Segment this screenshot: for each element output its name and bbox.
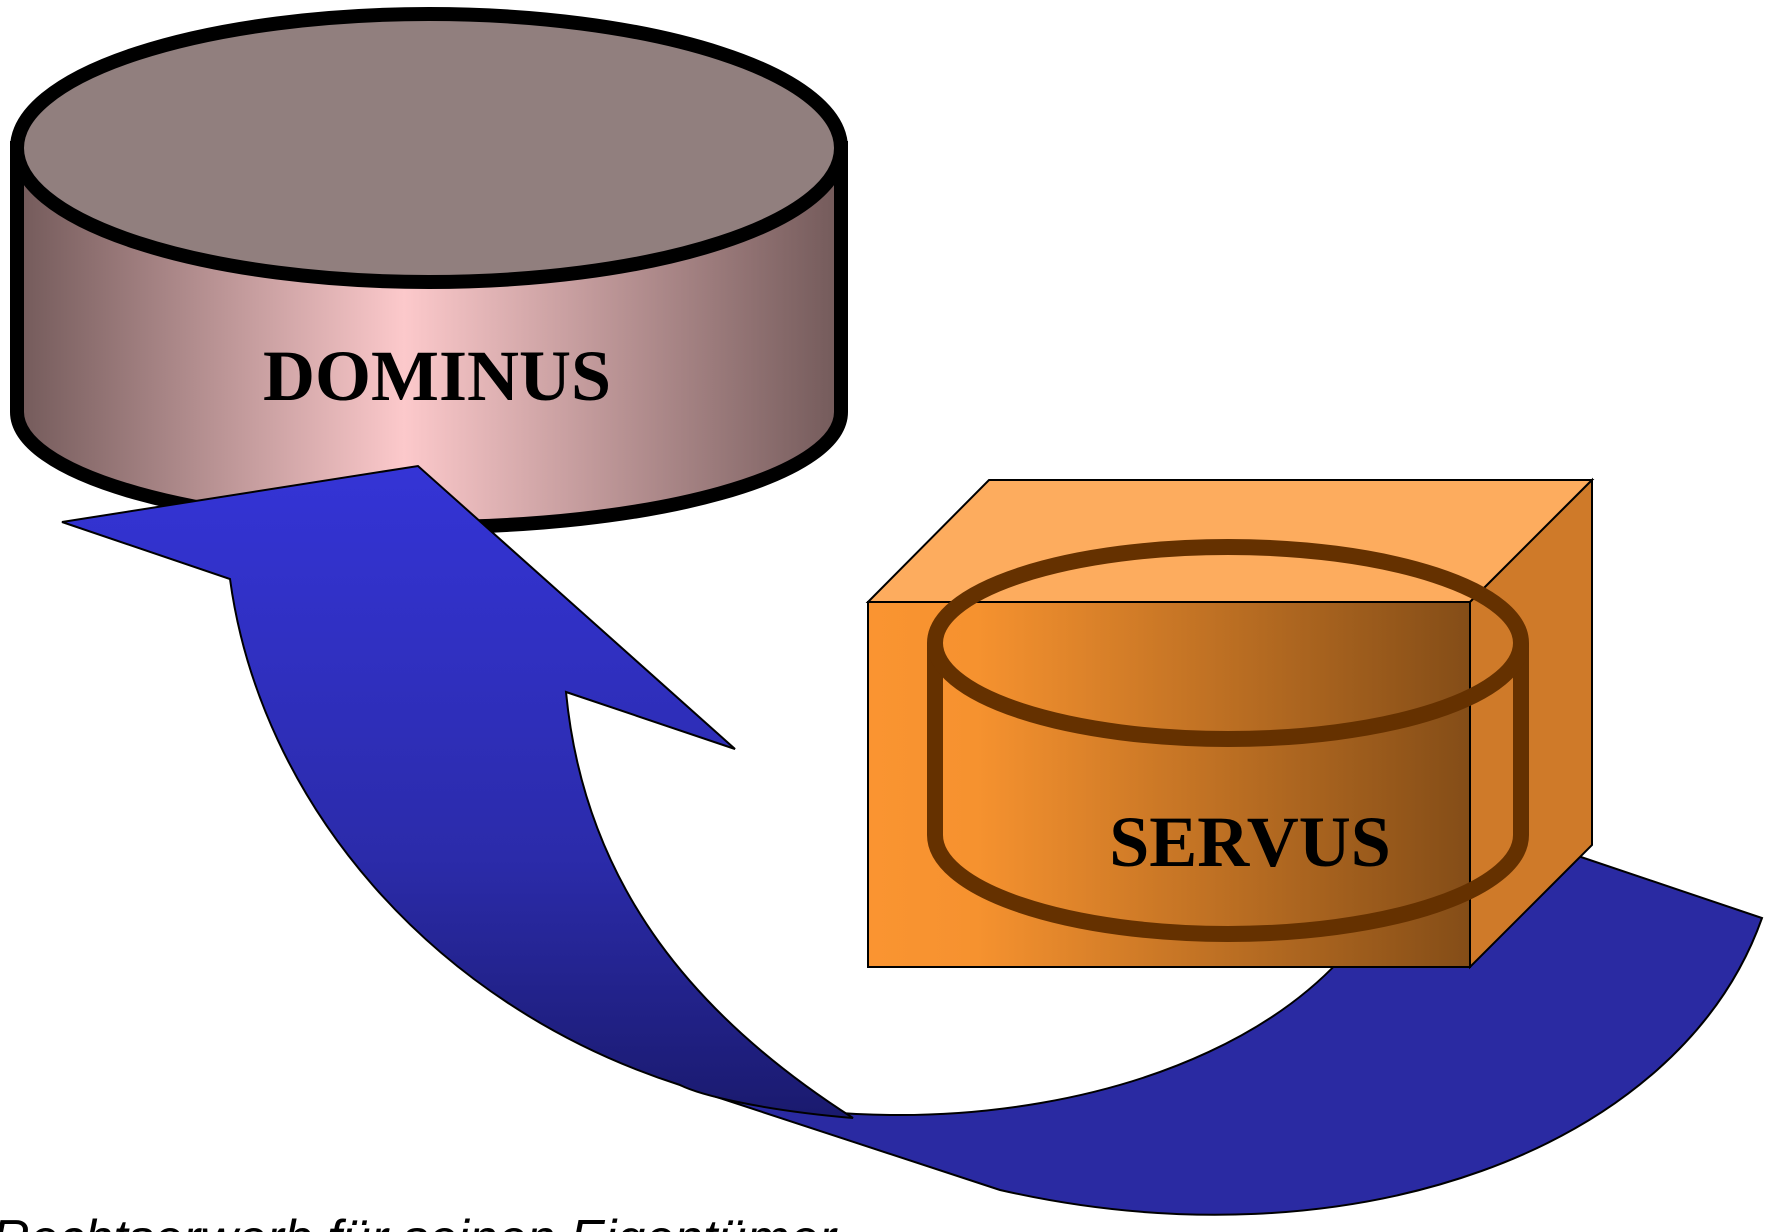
servus-cylinder-icon: SERVUS — [927, 539, 1529, 942]
servus-label: SERVUS — [1109, 802, 1391, 882]
box-front-face — [867, 601, 1471, 968]
dominus-label: DOMINUS — [263, 336, 611, 416]
servus-cylinder-side-outline — [927, 643, 1529, 942]
diagram-caption: Rechtserwerb für seinen Eigentümer — [0, 1210, 839, 1232]
curved-arrow-icon — [61, 464, 854, 1119]
dominus-cylinder-top — [10, 7, 848, 289]
dominus-cylinder-icon: DOMINUS — [10, 7, 848, 534]
servus-cylinder-top-outline — [927, 539, 1529, 747]
